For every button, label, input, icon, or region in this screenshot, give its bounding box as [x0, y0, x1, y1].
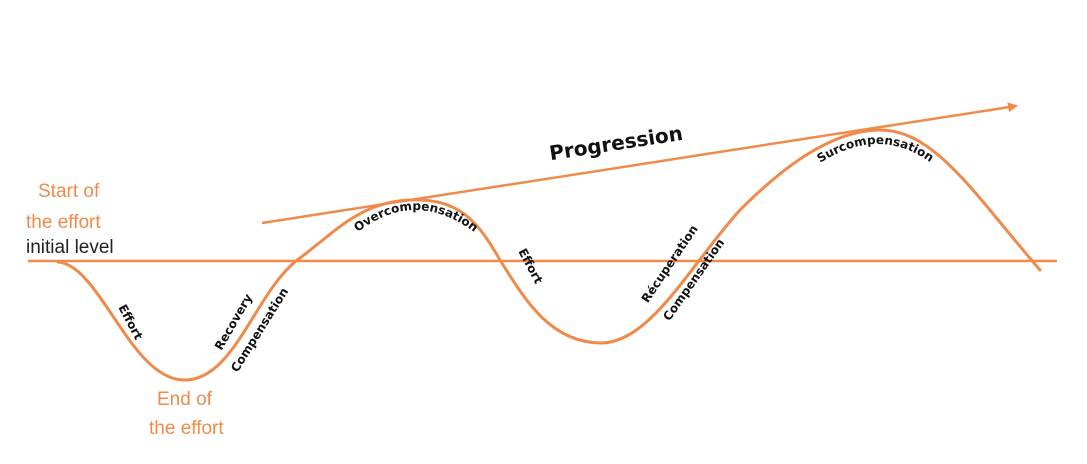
compensation-label-1: Compensation	[228, 285, 291, 374]
end-of-effort-label-line1: End of	[157, 389, 213, 410]
end-of-effort-label-line2: the effort	[149, 418, 224, 439]
supercompensation-curve	[56, 128, 1042, 382]
effort-label-2: Effort	[515, 246, 545, 286]
overcompensation-label: Overcompensation	[351, 199, 480, 235]
start-of-effort-label-line2: the effort	[26, 212, 101, 233]
start-of-effort-label-line1: Start of	[38, 181, 100, 202]
surcompensation-label: Surcompensation	[814, 133, 936, 166]
effort-label-1: Effort	[115, 302, 145, 342]
progression-title: Progression	[548, 121, 685, 165]
initial-level-label: initial level	[26, 237, 114, 258]
